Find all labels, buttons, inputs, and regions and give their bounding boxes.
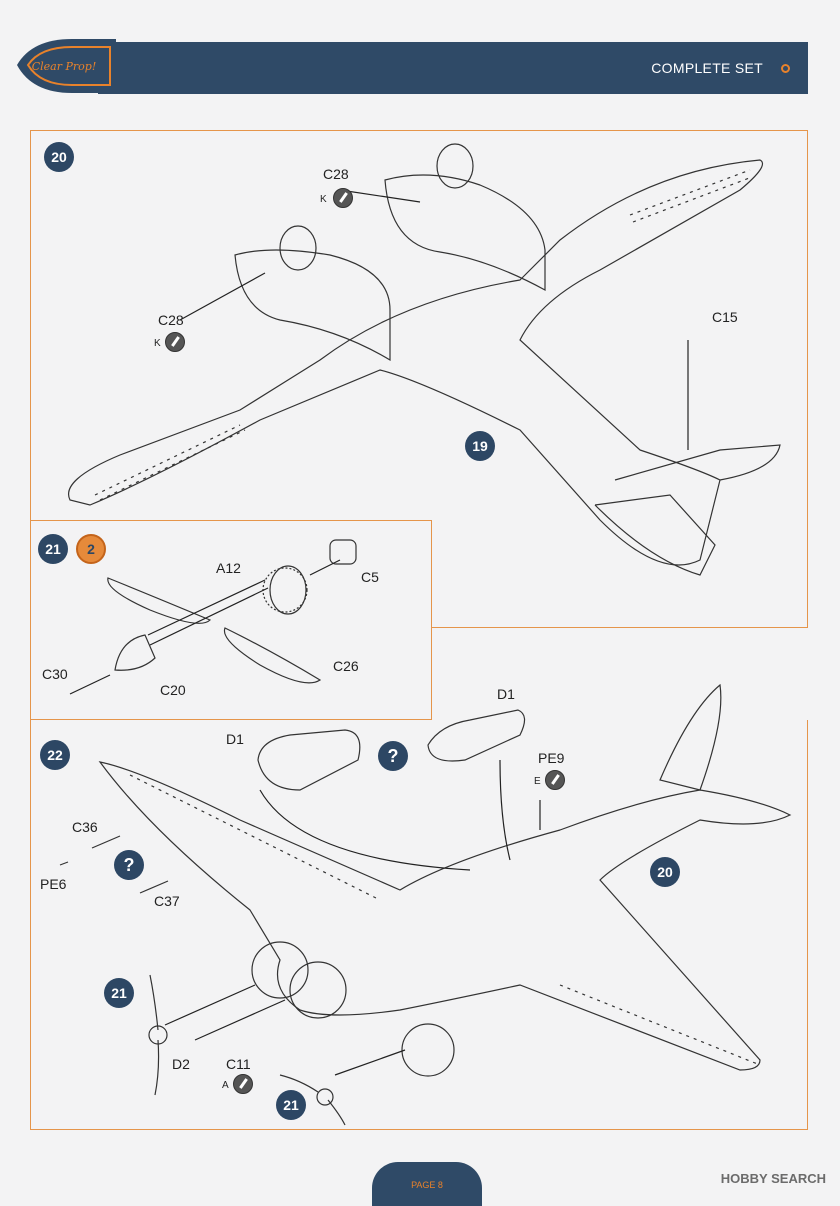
paint-label-k-left: K: [154, 338, 161, 349]
step22-airframe: [98, 761, 792, 1071]
brand-logo: Clear Prop!: [17, 39, 116, 93]
sub-step-2-badge: 2: [76, 534, 106, 564]
step21-prop-blade-upper: [107, 577, 212, 624]
paint-dot-icon: [545, 770, 565, 790]
step20-nacelle-right: [384, 174, 546, 292]
step22-canopy-right: [427, 709, 526, 762]
part-label-c26: C26: [333, 658, 359, 674]
page-number: PAGE 8: [411, 1180, 443, 1190]
part-label-c20: C20: [160, 682, 186, 698]
step22-canopy-left: [257, 729, 361, 791]
header-title: COMPLETE SET: [651, 60, 763, 76]
part-label-d1-right: D1: [497, 686, 515, 702]
part-label-c28-top: C28: [323, 166, 349, 182]
watermark: HOBBY SEARCH: [720, 1171, 826, 1186]
subassembly-19-badge: 19: [465, 431, 495, 461]
header-bar: COMPLETE SET: [98, 42, 808, 94]
page-number-tab: PAGE 8: [372, 1162, 482, 1206]
paint-label-e: E: [534, 776, 541, 787]
subassembly-21-badge-upper: 21: [104, 978, 134, 1008]
part-label-c36: C36: [72, 819, 98, 835]
step21-prop-blade-lower: [223, 627, 322, 684]
step20-nacelle-left: [234, 249, 391, 362]
part-label-c5: C5: [361, 569, 379, 585]
part-label-d1-left: D1: [226, 731, 244, 747]
question-mark-icon: ?: [114, 850, 144, 880]
part-label-c28-left: C28: [158, 312, 184, 328]
step-22-panel: [30, 720, 808, 1130]
part-label-a12: A12: [216, 560, 241, 576]
paint-label-k-top: K: [320, 194, 327, 205]
subassembly-21-badge-lower: 21: [276, 1090, 306, 1120]
paint-dot-icon: [165, 332, 185, 352]
part-label-d2: D2: [172, 1056, 190, 1072]
paint-label-a: A: [222, 1080, 229, 1091]
part-label-c11: C11: [226, 1056, 251, 1072]
part-label-c37: C37: [154, 893, 180, 909]
step-22-badge: 22: [40, 740, 70, 770]
step21-spinner: [114, 634, 156, 671]
step-21-badge: 21: [38, 534, 68, 564]
part-label-pe6: PE6: [40, 876, 67, 892]
svg-text:Clear Prop!: Clear Prop!: [32, 60, 97, 73]
step22-tailfin: [659, 683, 722, 791]
part-label-c15: C15: [712, 309, 738, 325]
step-20-badge: 20: [44, 142, 74, 172]
part-label-c30: C30: [42, 666, 68, 682]
part-label-pe9: PE9: [538, 750, 565, 766]
header-dot-icon: [781, 64, 790, 73]
step20-airframe: [68, 159, 764, 566]
question-mark-icon: ?: [378, 741, 408, 771]
paint-dot-icon: [233, 1074, 253, 1094]
paint-dot-icon: [333, 188, 353, 208]
subassembly-20-badge: 20: [650, 857, 680, 887]
